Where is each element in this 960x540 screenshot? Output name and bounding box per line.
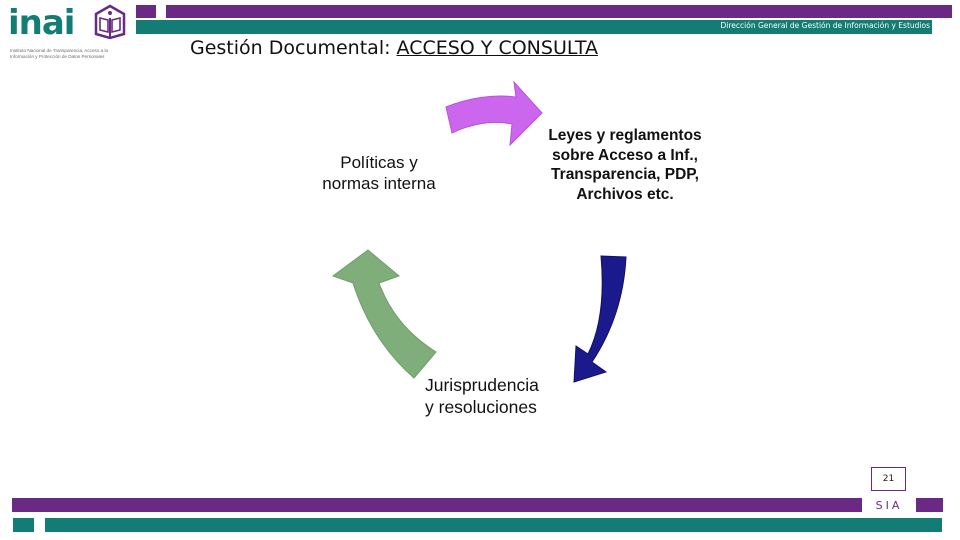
cycle-label-right: Leyes y reglamentos sobre Acceso a Inf.,… [548,127,702,203]
sia-tag: SIA [862,496,916,516]
inai-logo: inai Instituto Nacional de Transparencia… [8,4,126,64]
title-underlined: ACCESO Y CONSULTA [396,37,598,59]
right-arrow [573,255,627,383]
page-number: 21 [871,467,906,491]
book-house-icon [94,4,126,40]
logo-subtitle: Instituto Nacional de Transparencia, Acc… [10,48,109,59]
title-prefix: Gestión Documental: [190,37,397,59]
department-name: Dirección General de Gestión de Informac… [720,21,930,30]
top-bar-left-block [136,5,156,18]
cycle-label-left: Políticas y normas interna [322,153,436,193]
left-arrow [331,249,437,379]
cycle-label-bottom: Jurisprudencia y resoluciones [425,375,539,417]
bottom-bar-left-block [13,518,34,532]
slide-title: Gestión Documental: ACCESO Y CONSULTA [190,37,598,59]
top-bar-purple [166,5,952,18]
bottom-bar-purple [12,498,943,512]
bottom-bar-teal [45,518,942,532]
top-bar-teal [136,20,932,34]
top-arrow [445,80,543,147]
logo-wordmark: inai [8,3,75,43]
